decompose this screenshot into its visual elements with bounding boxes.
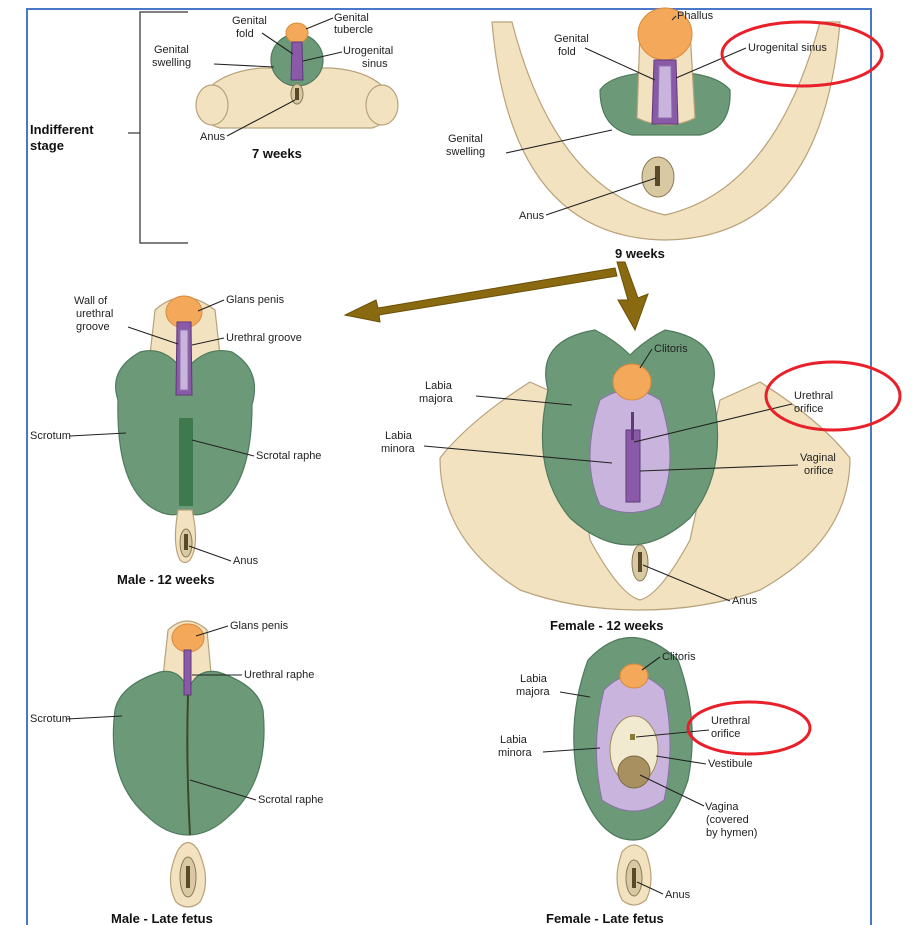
wall-urethral-groove-label: Wall of (74, 295, 108, 307)
urethral-orifice-label-2: orifice (794, 403, 823, 415)
caption-male-12-weeks: Male - 12 weeks (117, 572, 215, 587)
vaginal-orifice-label: Vaginal (800, 452, 836, 464)
vestibule-label: Vestibule (708, 758, 753, 770)
scrotum-label: Scrotum (30, 430, 71, 442)
labia-minora-lf-label-2: minora (498, 747, 533, 759)
phallus-label: Phallus (677, 10, 714, 22)
urethral-orifice-lf-label-2: orifice (711, 728, 740, 740)
highlight-circle-urethral-orifice-lf (688, 702, 810, 754)
labia-majora-lf-label: Labia (520, 673, 548, 685)
vagina-label-2: (covered (706, 814, 749, 826)
genital-swelling-9w-label: Genital (448, 133, 483, 145)
urogenital-sinus-9w-label: Urogenital sinus (748, 42, 827, 54)
glans-penis-lf-label: Glans penis (230, 620, 289, 632)
urethral-orifice-lf-label: Urethral (711, 715, 750, 727)
caption-9-weeks: 9 weeks (615, 246, 665, 261)
scrotum-lf-label: Scrotum (30, 713, 71, 725)
anus-9w-label: Anus (519, 210, 545, 222)
scrotal-raphe-label: Scrotal raphe (256, 450, 321, 462)
wall-urethral-groove-label-2: urethral (76, 308, 113, 320)
indifferent-label: Indifferent (30, 122, 94, 137)
urogenital-sinus-label: Urogenital (343, 45, 393, 57)
anus-7w-label: Anus (200, 131, 226, 143)
caption-7-weeks: 7 weeks (252, 146, 302, 161)
genital-tubercle-label: Genital (334, 12, 369, 24)
caption-female-late-fetus: Female - Late fetus (546, 911, 664, 925)
genital-fold-label-2: fold (236, 28, 254, 40)
genital-swelling-label-2: swelling (152, 57, 191, 69)
urogenital-sinus-label-2: sinus (362, 58, 388, 70)
urethral-groove-label: Urethral groove (226, 332, 302, 344)
vagina-label-3: by hymen) (706, 827, 757, 839)
clitoris-lf-label: Clitoris (662, 651, 696, 663)
caption-male-late-fetus: Male - Late fetus (111, 911, 213, 925)
labia-minora-lf-label: Labia (500, 734, 528, 746)
urethral-raphe-label: Urethral raphe (244, 669, 314, 681)
genital-fold-9w-label: Genital (554, 33, 589, 45)
female-late-fetus-drawing (574, 638, 692, 906)
vagina-label: Vagina (705, 801, 739, 813)
genital-fold-label: Genital (232, 15, 267, 27)
labia-minora-label: Labia (385, 430, 413, 442)
labia-majora-label: Labia (425, 380, 453, 392)
arrow-to-male (345, 268, 617, 322)
genital-swelling-label: Genital (154, 44, 189, 56)
genital-tubercle-label-2: tubercle (334, 24, 373, 36)
labia-minora-label-2: minora (381, 443, 416, 455)
labia-majora-label-2: majora (419, 393, 454, 405)
wall-urethral-groove-label-3: groove (76, 321, 110, 333)
urethral-orifice-label: Urethral (794, 390, 833, 402)
genital-swelling-9w-label-2: swelling (446, 146, 485, 158)
genital-fold-9w-label-2: fold (558, 46, 576, 58)
stage-label: stage (30, 138, 64, 153)
anus-f12-label: Anus (732, 595, 758, 607)
arrow-to-female (617, 262, 648, 330)
male-late-fetus-drawing (113, 621, 264, 907)
glans-penis-label: Glans penis (226, 294, 285, 306)
clitoris-label: Clitoris (654, 343, 688, 355)
labia-majora-lf-label-2: majora (516, 686, 551, 698)
vaginal-orifice-label-2: orifice (804, 465, 833, 477)
stage-7-weeks-drawing (196, 23, 398, 128)
anus-flf-label: Anus (665, 889, 691, 901)
anus-m12-label: Anus (233, 555, 259, 567)
caption-female-12-weeks: Female - 12 weeks (550, 618, 663, 633)
scrotal-raphe-lf-label: Scrotal raphe (258, 794, 323, 806)
